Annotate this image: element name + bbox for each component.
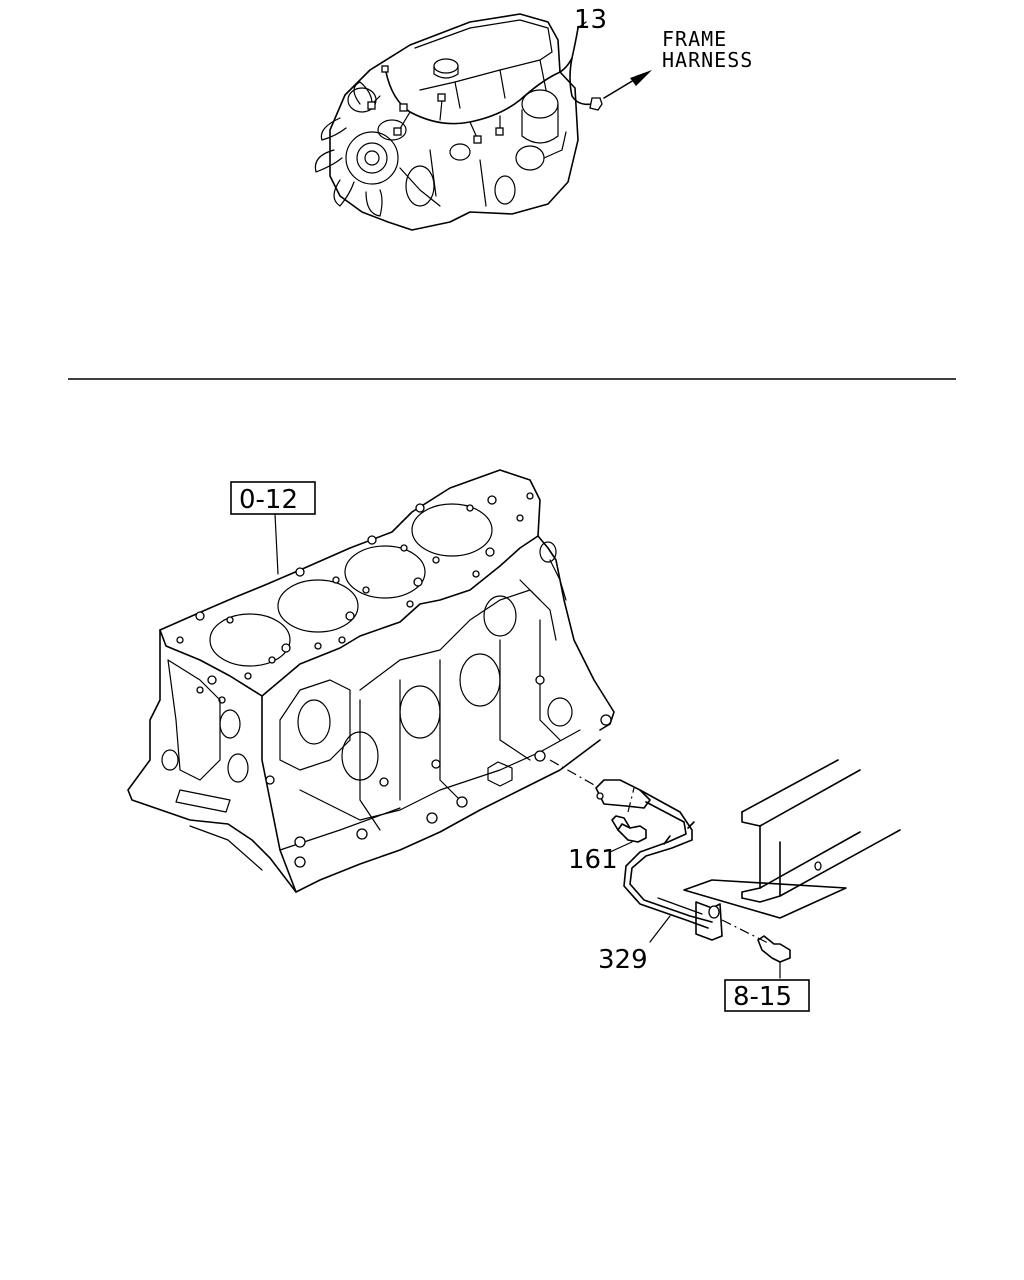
- frame-harness-arrow: [603, 70, 652, 99]
- center-line-1: [549, 759, 597, 787]
- part-329-label: 329: [598, 945, 648, 975]
- cylinder-bore-3: [344, 545, 426, 599]
- ref-box-0-12: [230, 481, 316, 515]
- leader-13: [577, 21, 587, 29]
- leader-0-12: [274, 513, 279, 575]
- fan-illustration: [314, 81, 383, 217]
- cylinder-bore-2: [277, 579, 359, 633]
- cylinder-bore-4: [411, 503, 493, 557]
- harness-connector: [589, 97, 603, 111]
- rail-bosses: [265, 675, 612, 868]
- frame-label-line2: HARNESS: [662, 48, 753, 72]
- bolt-161: [611, 787, 647, 843]
- frame-label-line1: FRAME: [662, 27, 727, 51]
- cylinder-block-illustration: [127, 469, 615, 893]
- ref-bolt-label: 8-15: [733, 982, 792, 1012]
- sensor-329: [595, 779, 723, 941]
- deck-holes: [176, 492, 534, 704]
- center-line-2: [721, 919, 771, 945]
- part-161-label: 161: [568, 845, 618, 875]
- frame-member: [683, 759, 901, 919]
- ref-box-8-15: [724, 979, 810, 1012]
- engine-assembly-illustration: [314, 13, 603, 231]
- leader-161: [609, 841, 633, 853]
- cylinder-bore-1: [209, 613, 291, 667]
- wiring-harness: [367, 27, 593, 144]
- bolt-8-15: [757, 935, 791, 979]
- leader-329: [649, 915, 671, 943]
- callout-13: 13: [574, 5, 607, 35]
- ref-block-label: 0-12: [239, 485, 298, 515]
